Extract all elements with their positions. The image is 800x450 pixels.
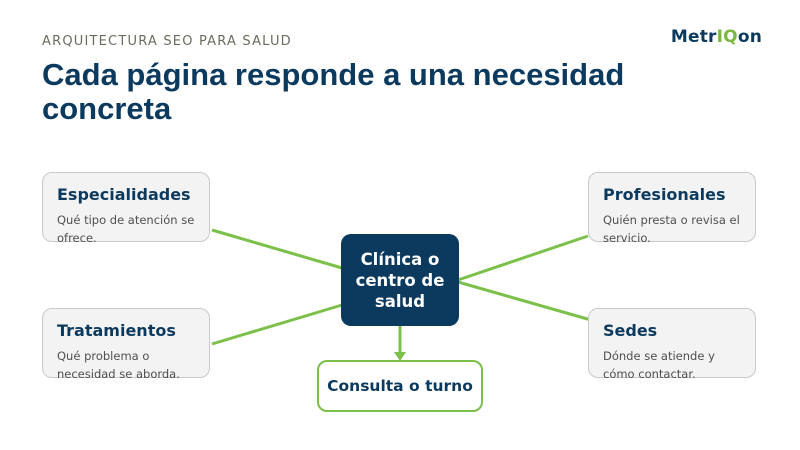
node-description: Qué problema o necesidad se aborda. bbox=[57, 349, 180, 381]
node-description: Qué tipo de atención se ofrece. bbox=[57, 213, 195, 245]
logo-accent: IQ bbox=[716, 27, 738, 47]
brand-logo: MetrIQon bbox=[671, 27, 762, 47]
node-title: Especialidades bbox=[57, 185, 191, 204]
section-kicker: ARQUITECTURA SEO PARA SALUD bbox=[42, 34, 292, 49]
node-title: Sedes bbox=[603, 321, 658, 340]
connector-profesionales bbox=[457, 234, 589, 282]
node-title: Profesionales bbox=[603, 185, 726, 204]
arrowhead bbox=[394, 352, 406, 361]
connector-especialidades bbox=[211, 228, 343, 270]
connector-sedes bbox=[457, 280, 599, 324]
node-title: Tratamientos bbox=[57, 321, 176, 340]
page-title: Cada página responde a una necesidad con… bbox=[42, 57, 625, 126]
node-description: Quién presta o revisa el servicio. bbox=[603, 213, 740, 245]
node-sedes: Sedes Dónde se atiende y cómo contactar. bbox=[588, 308, 756, 381]
center-node: Clínica o centro de salud bbox=[341, 234, 459, 326]
node-profesionales: Profesionales Quién presta o revisa el s… bbox=[588, 172, 756, 245]
node-tratamientos: Tratamientos Qué problema o necesidad se… bbox=[42, 308, 210, 381]
logo-prefix: Metr bbox=[670, 27, 717, 47]
outcome-node: Consulta o turno bbox=[317, 360, 483, 412]
node-description: Dónde se atiende y cómo contactar. bbox=[603, 349, 715, 381]
connector-tratamientos bbox=[211, 303, 343, 346]
logo-suffix: on bbox=[737, 27, 762, 47]
node-especialidades: Especialidades Qué tipo de atención se o… bbox=[42, 172, 210, 245]
